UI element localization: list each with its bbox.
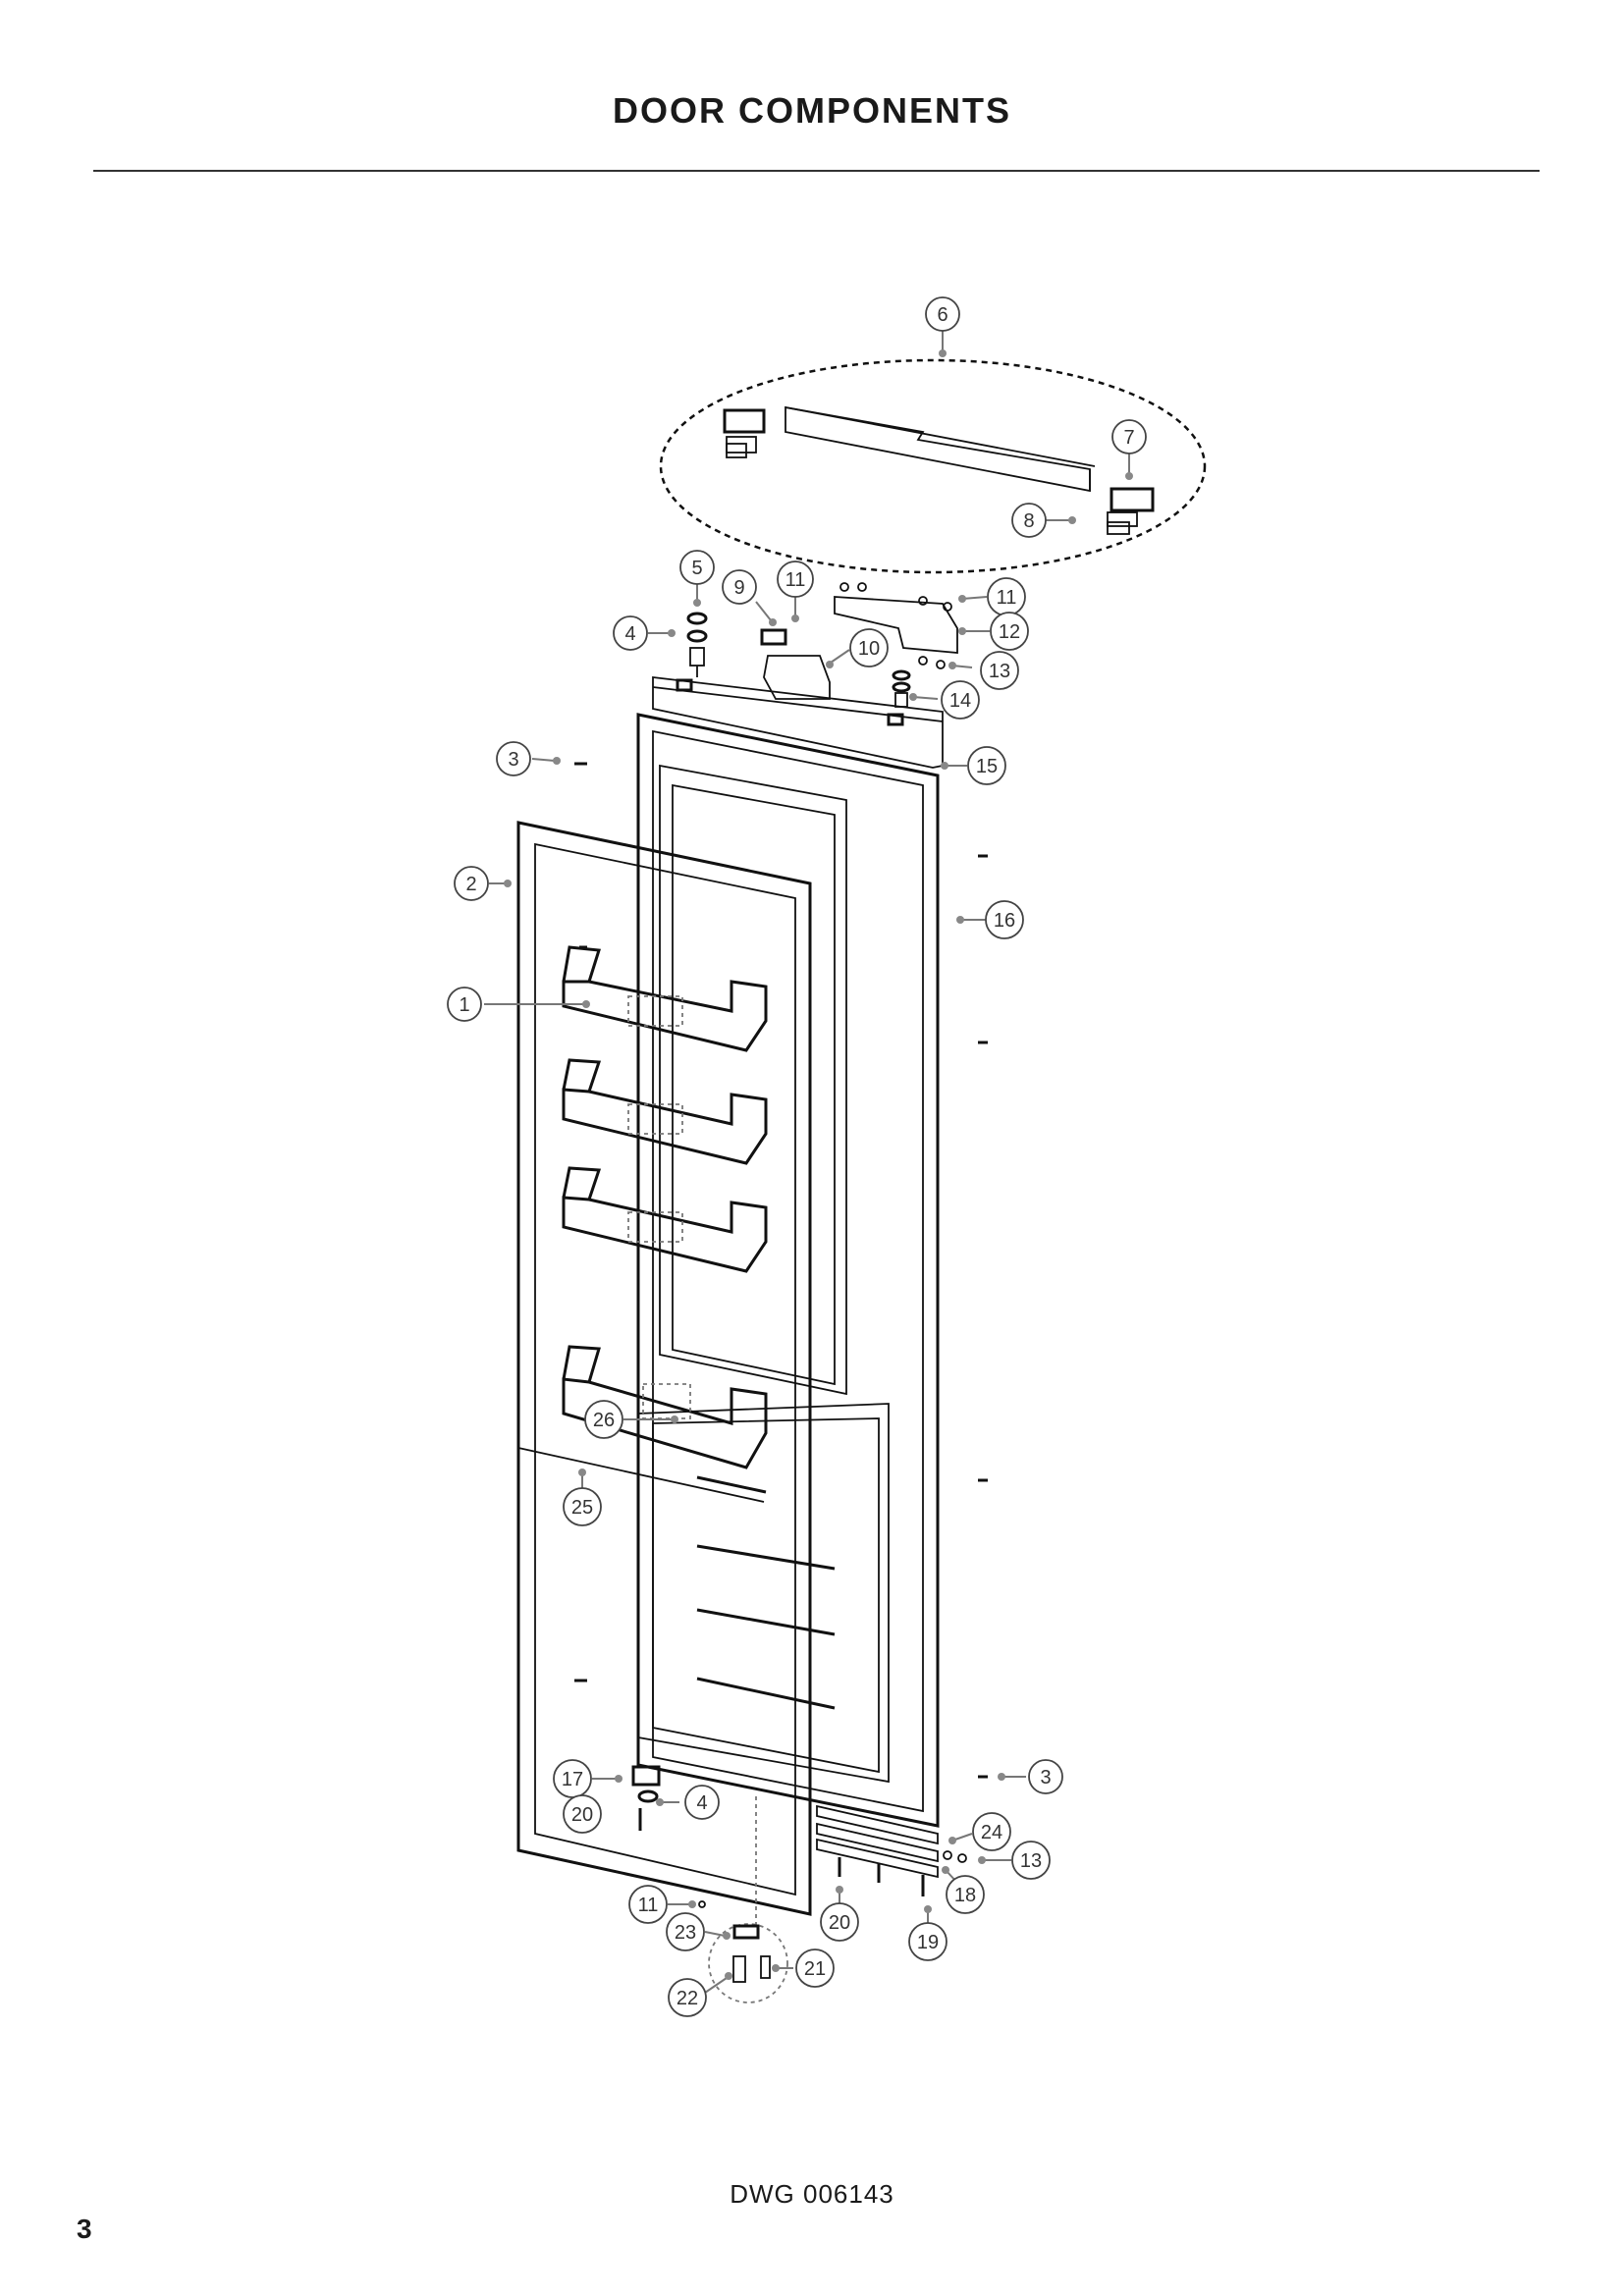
callout-18: 18: [946, 1875, 985, 1914]
svg-text:2: 2: [465, 874, 476, 895]
callout-5: 5: [679, 550, 715, 585]
callout-8: 8: [1011, 503, 1047, 538]
svg-text:15: 15: [976, 756, 998, 777]
svg-text:22: 22: [677, 1988, 698, 2009]
door-bins: [562, 945, 768, 1469]
svg-text:4: 4: [624, 623, 635, 645]
page-title: DOOR COMPONENTS: [612, 90, 1011, 131]
svg-text:3: 3: [1040, 1767, 1051, 1789]
callout-23: 23: [666, 1912, 705, 1951]
callout-15: 15: [967, 746, 1006, 785]
callout-11: 11: [987, 577, 1026, 616]
callout-16: 16: [985, 900, 1024, 939]
svg-text:21: 21: [804, 1958, 826, 1980]
door-bin: [562, 945, 768, 1052]
svg-text:3: 3: [508, 749, 518, 771]
svg-text:6: 6: [937, 304, 947, 326]
svg-text:13: 13: [989, 661, 1010, 682]
svg-text:14: 14: [949, 690, 971, 712]
callout-12: 12: [990, 612, 1029, 651]
door-cabinet: [636, 713, 988, 1828]
callout-26: 26: [584, 1400, 623, 1439]
svg-text:19: 19: [917, 1932, 939, 1953]
hinge-cover-assembly: [659, 358, 1207, 574]
svg-text:25: 25: [571, 1497, 593, 1519]
top-hinge-parts: [652, 582, 958, 769]
callout-13: 13: [980, 651, 1019, 690]
svg-text:7: 7: [1123, 427, 1134, 449]
svg-text:11: 11: [785, 569, 806, 591]
svg-text:11: 11: [997, 587, 1017, 609]
door-bin: [562, 1166, 768, 1273]
svg-text:12: 12: [999, 621, 1020, 643]
svg-text:13: 13: [1020, 1850, 1042, 1872]
svg-text:1: 1: [459, 994, 469, 1016]
door-bin: [562, 1058, 768, 1165]
callout-3: 3: [496, 741, 531, 776]
callout-4: 4: [684, 1785, 720, 1820]
svg-text:16: 16: [994, 910, 1015, 932]
svg-text:18: 18: [954, 1885, 976, 1906]
callout-20: 20: [563, 1794, 602, 1834]
svg-text:26: 26: [593, 1410, 615, 1431]
callout-13: 13: [1011, 1841, 1051, 1880]
bottom-hinge-parts: [631, 1765, 967, 2003]
callout-11: 11: [777, 561, 814, 598]
callout-25: 25: [563, 1487, 602, 1526]
callout-20: 20: [820, 1902, 859, 1942]
svg-text:23: 23: [675, 1922, 696, 1944]
drawing-number: DWG 006143: [730, 2179, 894, 2209]
callout-11: 11: [628, 1885, 668, 1924]
svg-text:11: 11: [638, 1895, 659, 1916]
svg-text:20: 20: [571, 1804, 593, 1826]
svg-text:8: 8: [1023, 510, 1034, 532]
callout-21: 21: [795, 1949, 835, 1988]
svg-text:24: 24: [981, 1822, 1002, 1843]
callout-24: 24: [972, 1812, 1011, 1851]
callout-2: 2: [454, 866, 489, 901]
callout-19: 19: [908, 1922, 947, 1961]
callout-1: 1: [447, 987, 482, 1022]
svg-text:4: 4: [696, 1792, 707, 1814]
svg-text:20: 20: [829, 1912, 850, 1934]
callout-9: 9: [722, 569, 757, 605]
callout-10: 10: [849, 628, 889, 667]
svg-text:5: 5: [691, 558, 702, 579]
leader-lines: [484, 329, 1133, 1994]
title-divider: [93, 170, 1540, 172]
svg-text:17: 17: [562, 1769, 583, 1790]
callout-14: 14: [941, 680, 980, 720]
door-frame: [516, 821, 812, 1916]
callout-7: 7: [1111, 419, 1147, 454]
callout-22: 22: [668, 1978, 707, 2017]
svg-text:9: 9: [733, 577, 744, 599]
page-number: 3: [77, 2214, 92, 2244]
svg-text:10: 10: [858, 638, 880, 660]
callout-6: 6: [925, 296, 960, 332]
callout-3: 3: [1028, 1759, 1063, 1794]
callout-4: 4: [613, 615, 648, 651]
callout-17: 17: [553, 1759, 592, 1798]
